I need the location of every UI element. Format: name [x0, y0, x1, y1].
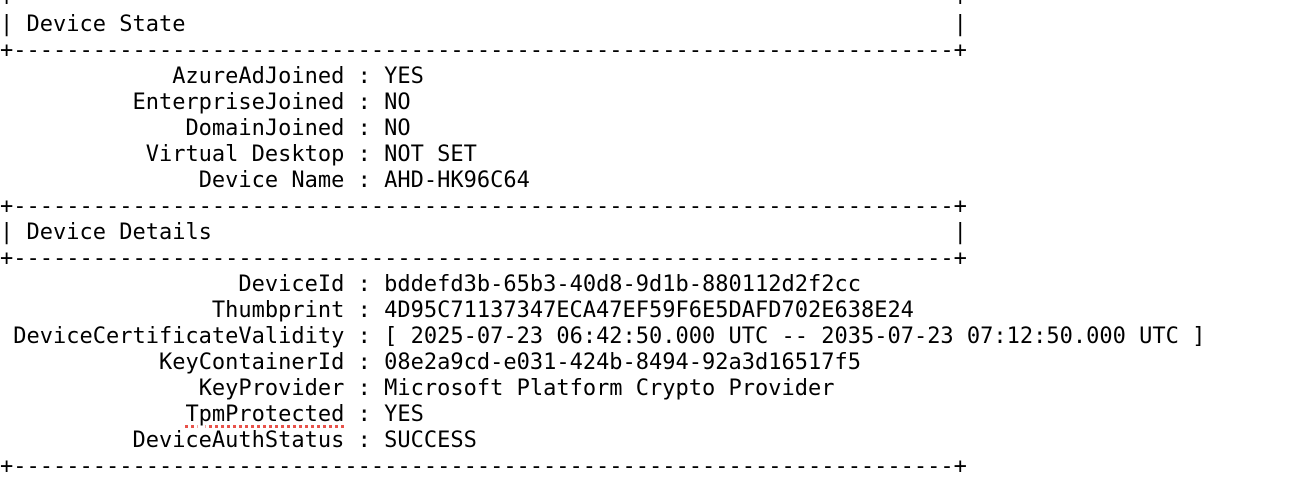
- section-title: Device Details: [26, 220, 212, 245]
- section-header: | Device State |: [0, 12, 967, 37]
- row-key: Thumbprint: [211, 298, 345, 323]
- key-value-row: DomainJoined : NO: [185, 116, 411, 141]
- terminal-output: +---------------------------------------…: [0, 0, 1206, 479]
- row-value: SUCCESS: [384, 428, 477, 453]
- key-value-row: Thumbprint : 4D95C71137347ECA47EF59F6E5D…: [211, 298, 914, 323]
- key-value-row: Device Name : AHD-HK96C64: [198, 168, 530, 193]
- row-value: 08e2a9cd-e031-424b-8494-92a3d16517f5: [384, 350, 861, 375]
- key-value-row: KeyContainerId : 08e2a9cd-e031-424b-8494…: [158, 350, 861, 375]
- table-border: +---------------------------------------…: [0, 38, 967, 63]
- row-key: EnterpriseJoined: [132, 90, 345, 115]
- key-value-row: TpmProtected : YES: [185, 402, 424, 427]
- section-header: | Device Details |: [0, 220, 967, 245]
- row-value: YES: [384, 402, 424, 427]
- key-value-row: DeviceCertificateValidity : [ 2025-07-23…: [13, 324, 1206, 349]
- table-border: +---------------------------------------…: [0, 194, 967, 219]
- row-key: DeviceAuthStatus: [132, 428, 345, 453]
- key-value-row: DeviceId : bddefd3b-65b3-40d8-9d1b-88011…: [238, 272, 861, 297]
- row-value: bddefd3b-65b3-40d8-9d1b-880112d2f2cc: [384, 272, 861, 297]
- table-border: +---------------------------------------…: [0, 246, 967, 271]
- row-key: AzureAdJoined: [172, 64, 345, 89]
- key-value-row: KeyProvider : Microsoft Platform Crypto …: [198, 376, 835, 401]
- row-key: TpmProtected: [185, 402, 345, 427]
- row-value: YES: [384, 64, 424, 89]
- table-border: +---------------------------------------…: [0, 454, 967, 479]
- key-value-row: Virtual Desktop : NOT SET: [145, 142, 477, 167]
- table-border: +---------------------------------------…: [0, 0, 1205, 12]
- row-value: NO: [384, 90, 411, 115]
- row-key: DomainJoined: [185, 116, 345, 141]
- key-value-row: EnterpriseJoined : NO: [132, 90, 411, 115]
- row-value: Microsoft Platform Crypto Provider: [384, 376, 835, 401]
- row-value: NO: [384, 116, 411, 141]
- row-key: KeyContainerId: [158, 350, 345, 375]
- row-key: Virtual Desktop: [145, 142, 345, 167]
- key-value-row: DeviceAuthStatus : SUCCESS: [132, 428, 477, 453]
- row-value: AHD-HK96C64: [384, 168, 530, 193]
- row-value: 4D95C71137347ECA47EF59F6E5DAFD702E638E24: [384, 298, 914, 323]
- key-value-row: AzureAdJoined : YES: [172, 64, 424, 89]
- section-title: Device State: [26, 12, 186, 37]
- row-key: DeviceId: [238, 272, 345, 297]
- row-value: NOT SET: [384, 142, 477, 167]
- row-key: Device Name: [198, 168, 345, 193]
- row-value: [ 2025-07-23 06:42:50.000 UTC -- 2035-07…: [384, 324, 1206, 349]
- row-key: DeviceCertificateValidity: [13, 324, 345, 349]
- row-key: KeyProvider: [198, 376, 345, 401]
